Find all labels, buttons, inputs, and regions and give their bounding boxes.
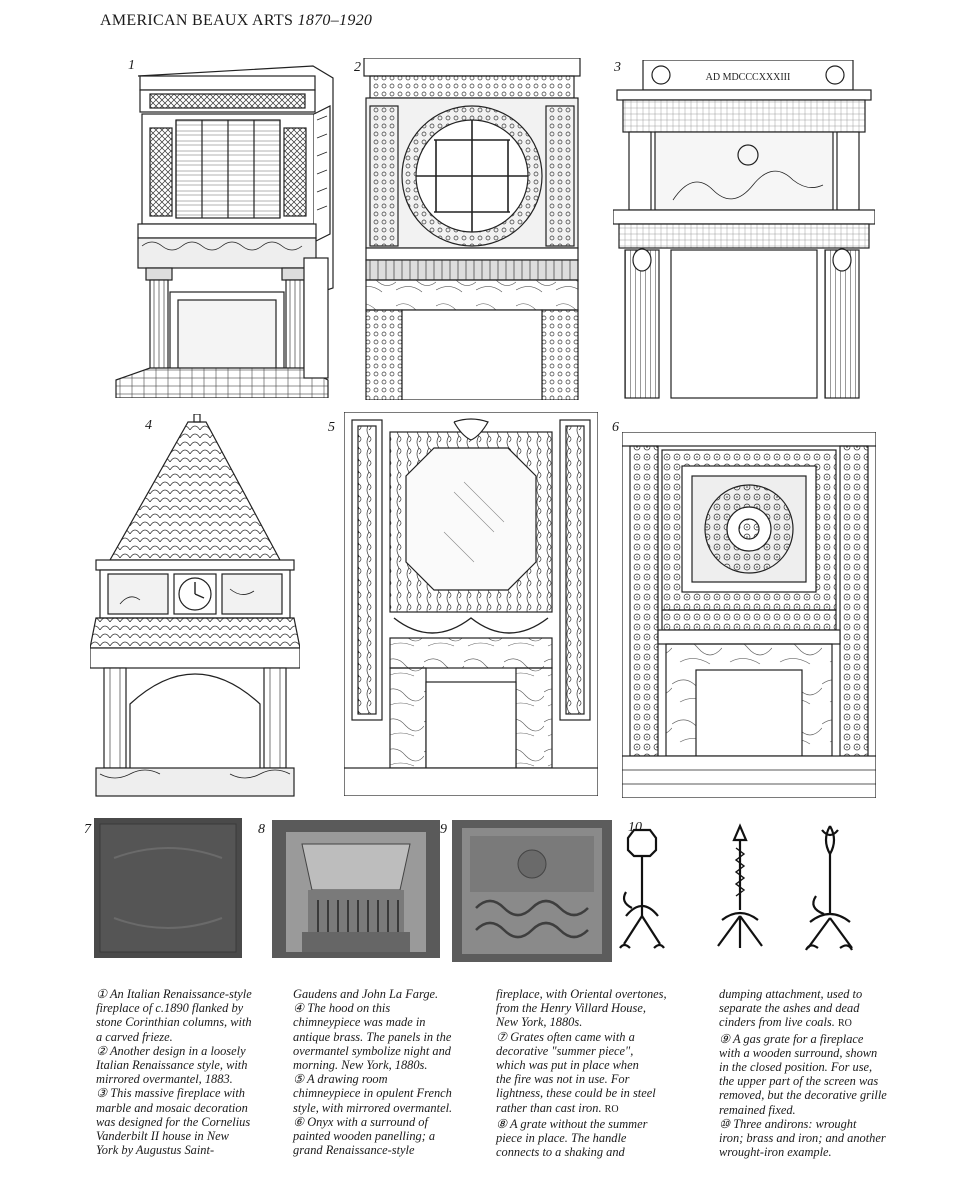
caption-line: rather than cast iron. RO — [496, 1101, 696, 1117]
figure-8-grate-open — [272, 820, 440, 958]
figure-number-7: 7 — [84, 822, 91, 837]
figure-5-french-chimneypiece — [344, 412, 598, 796]
figure-number-3: 3 — [614, 60, 621, 75]
caption-column-2: Gaudens and John La Farge. ④ The hood on… — [293, 987, 493, 1157]
figure-6-onyx-fireplace — [622, 432, 876, 798]
author-initials: RO — [837, 1018, 852, 1030]
caption-line: ⑥ Onyx with a surround of — [293, 1114, 428, 1129]
caption-line: was designed for the Cornelius — [96, 1114, 251, 1129]
caption-line: style, with mirrored overmantel. — [293, 1100, 453, 1115]
page-header: AMERICAN BEAUX ARTS 1870–1920 — [100, 12, 372, 30]
caption-line: separate the ashes and dead — [719, 1001, 860, 1016]
captions: ① An Italian Renaissance-style fireplace… — [96, 987, 916, 1182]
header-dates: 1870–1920 — [297, 12, 373, 29]
caption-line: overmantel symbolize night and — [293, 1043, 451, 1058]
caption-line: stone Corinthian columns, with — [96, 1015, 252, 1030]
caption-line: from the Henry Villard House, — [496, 1001, 646, 1016]
caption-line: wrought-iron example. — [719, 1145, 832, 1160]
caption-line: removed, but the decorative grille — [719, 1088, 887, 1103]
caption-line: remained fixed. — [719, 1102, 796, 1117]
author-initials: RO — [604, 1103, 619, 1115]
caption-line: ① An Italian Renaissance-style — [96, 987, 252, 1001]
figure-number-5: 5 — [328, 420, 335, 435]
figure-4-brass-hood-chimneypiece — [90, 414, 300, 800]
caption-line: lightness, these could be in steel — [496, 1086, 656, 1101]
header-title: AMERICAN BEAUX ARTS — [100, 12, 294, 29]
caption-line: New York, 1880s. — [496, 1015, 583, 1030]
caption-column-3: fireplace, with Oriental overtones, from… — [496, 987, 696, 1159]
caption-line: Gaudens and John La Farge. — [293, 987, 439, 1001]
caption-line: a carved frieze. — [96, 1029, 173, 1044]
caption-line: ⑧ A grate without the summer — [496, 1116, 648, 1131]
caption-line: with a wooden surround, shown — [719, 1045, 878, 1060]
figure-1-renaissance-fireplace — [108, 58, 338, 398]
caption-line: ⑦ Grates often came with a — [496, 1029, 635, 1044]
caption-line: piece in place. The handle — [496, 1131, 627, 1146]
caption-line: ② Another design in a loosely — [96, 1043, 246, 1058]
caption-line: the fire was not in use. For — [496, 1072, 630, 1087]
caption-line: dumping attachment, used to — [719, 987, 863, 1001]
caption-line: ③ This massive fireplace with — [96, 1086, 246, 1101]
figure-2-mirrored-overmantel — [356, 58, 588, 400]
caption-line: grand Renaissance-style — [293, 1143, 415, 1158]
caption-line: cinders from live coals. RO — [719, 1015, 919, 1031]
caption-line: antique brass. The panels in the — [293, 1029, 452, 1044]
caption-text: rather than cast iron. — [496, 1100, 602, 1115]
caption-line: marble and mosaic decoration — [96, 1100, 248, 1115]
caption-line: fireplace, with Oriental overtones, — [496, 987, 667, 1001]
figure-number-4: 4 — [145, 418, 152, 433]
figure-10-andirons — [612, 818, 880, 968]
caption-line: morning. New York, 1880s. — [293, 1058, 428, 1073]
caption-line: chimneypiece in opulent French — [293, 1086, 452, 1101]
caption-text: cinders from live coals. — [719, 1015, 835, 1030]
figure-number-6: 6 — [612, 420, 619, 435]
caption-line: ⑤ A drawing room — [293, 1072, 388, 1087]
caption-line: decorative "summer piece", — [496, 1043, 634, 1058]
caption-line: chimneypiece was made in — [293, 1015, 426, 1030]
caption-column-1: ① An Italian Renaissance-style fireplace… — [96, 987, 296, 1157]
figure-number-9: 9 — [440, 822, 447, 837]
caption-line: ⑨ A gas grate for a fireplace — [719, 1031, 864, 1046]
fireplace3-inscription: AD MDCCCXXXIII — [706, 72, 791, 83]
figure-9-gas-grate — [452, 820, 612, 962]
caption-line: the upper part of the screen was — [719, 1074, 879, 1089]
caption-line: ④ The hood on this — [293, 1001, 391, 1016]
caption-line: connects to a shaking and — [496, 1145, 625, 1160]
figure-3-vanderbilt-fireplace: AD MDCCCXXXIII — [613, 60, 875, 400]
figure-number-8: 8 — [258, 822, 265, 837]
caption-line: Italian Renaissance style, with — [96, 1058, 248, 1073]
caption-line: iron; brass and iron; and another — [719, 1131, 886, 1146]
figure-number-2: 2 — [354, 60, 361, 75]
figure-number-1: 1 — [128, 58, 135, 73]
caption-line: in the closed position. For use, — [719, 1060, 873, 1075]
caption-column-4: dumping attachment, used to separate the… — [719, 987, 919, 1159]
figure-7-grate-summer-piece — [94, 818, 242, 958]
caption-line: which was put in place when — [496, 1058, 639, 1073]
caption-line: Vanderbilt II house in New — [96, 1129, 229, 1144]
figure-number-10: 10 — [628, 820, 642, 835]
caption-line: York by Augustus Saint- — [96, 1143, 215, 1158]
caption-line: fireplace of c.1890 flanked by — [96, 1001, 244, 1016]
caption-line: painted wooden panelling; a — [293, 1129, 436, 1144]
caption-line: ⑩ Three andirons: wrought — [719, 1116, 857, 1131]
caption-line: mirrored overmantel, 1883. — [96, 1072, 233, 1087]
